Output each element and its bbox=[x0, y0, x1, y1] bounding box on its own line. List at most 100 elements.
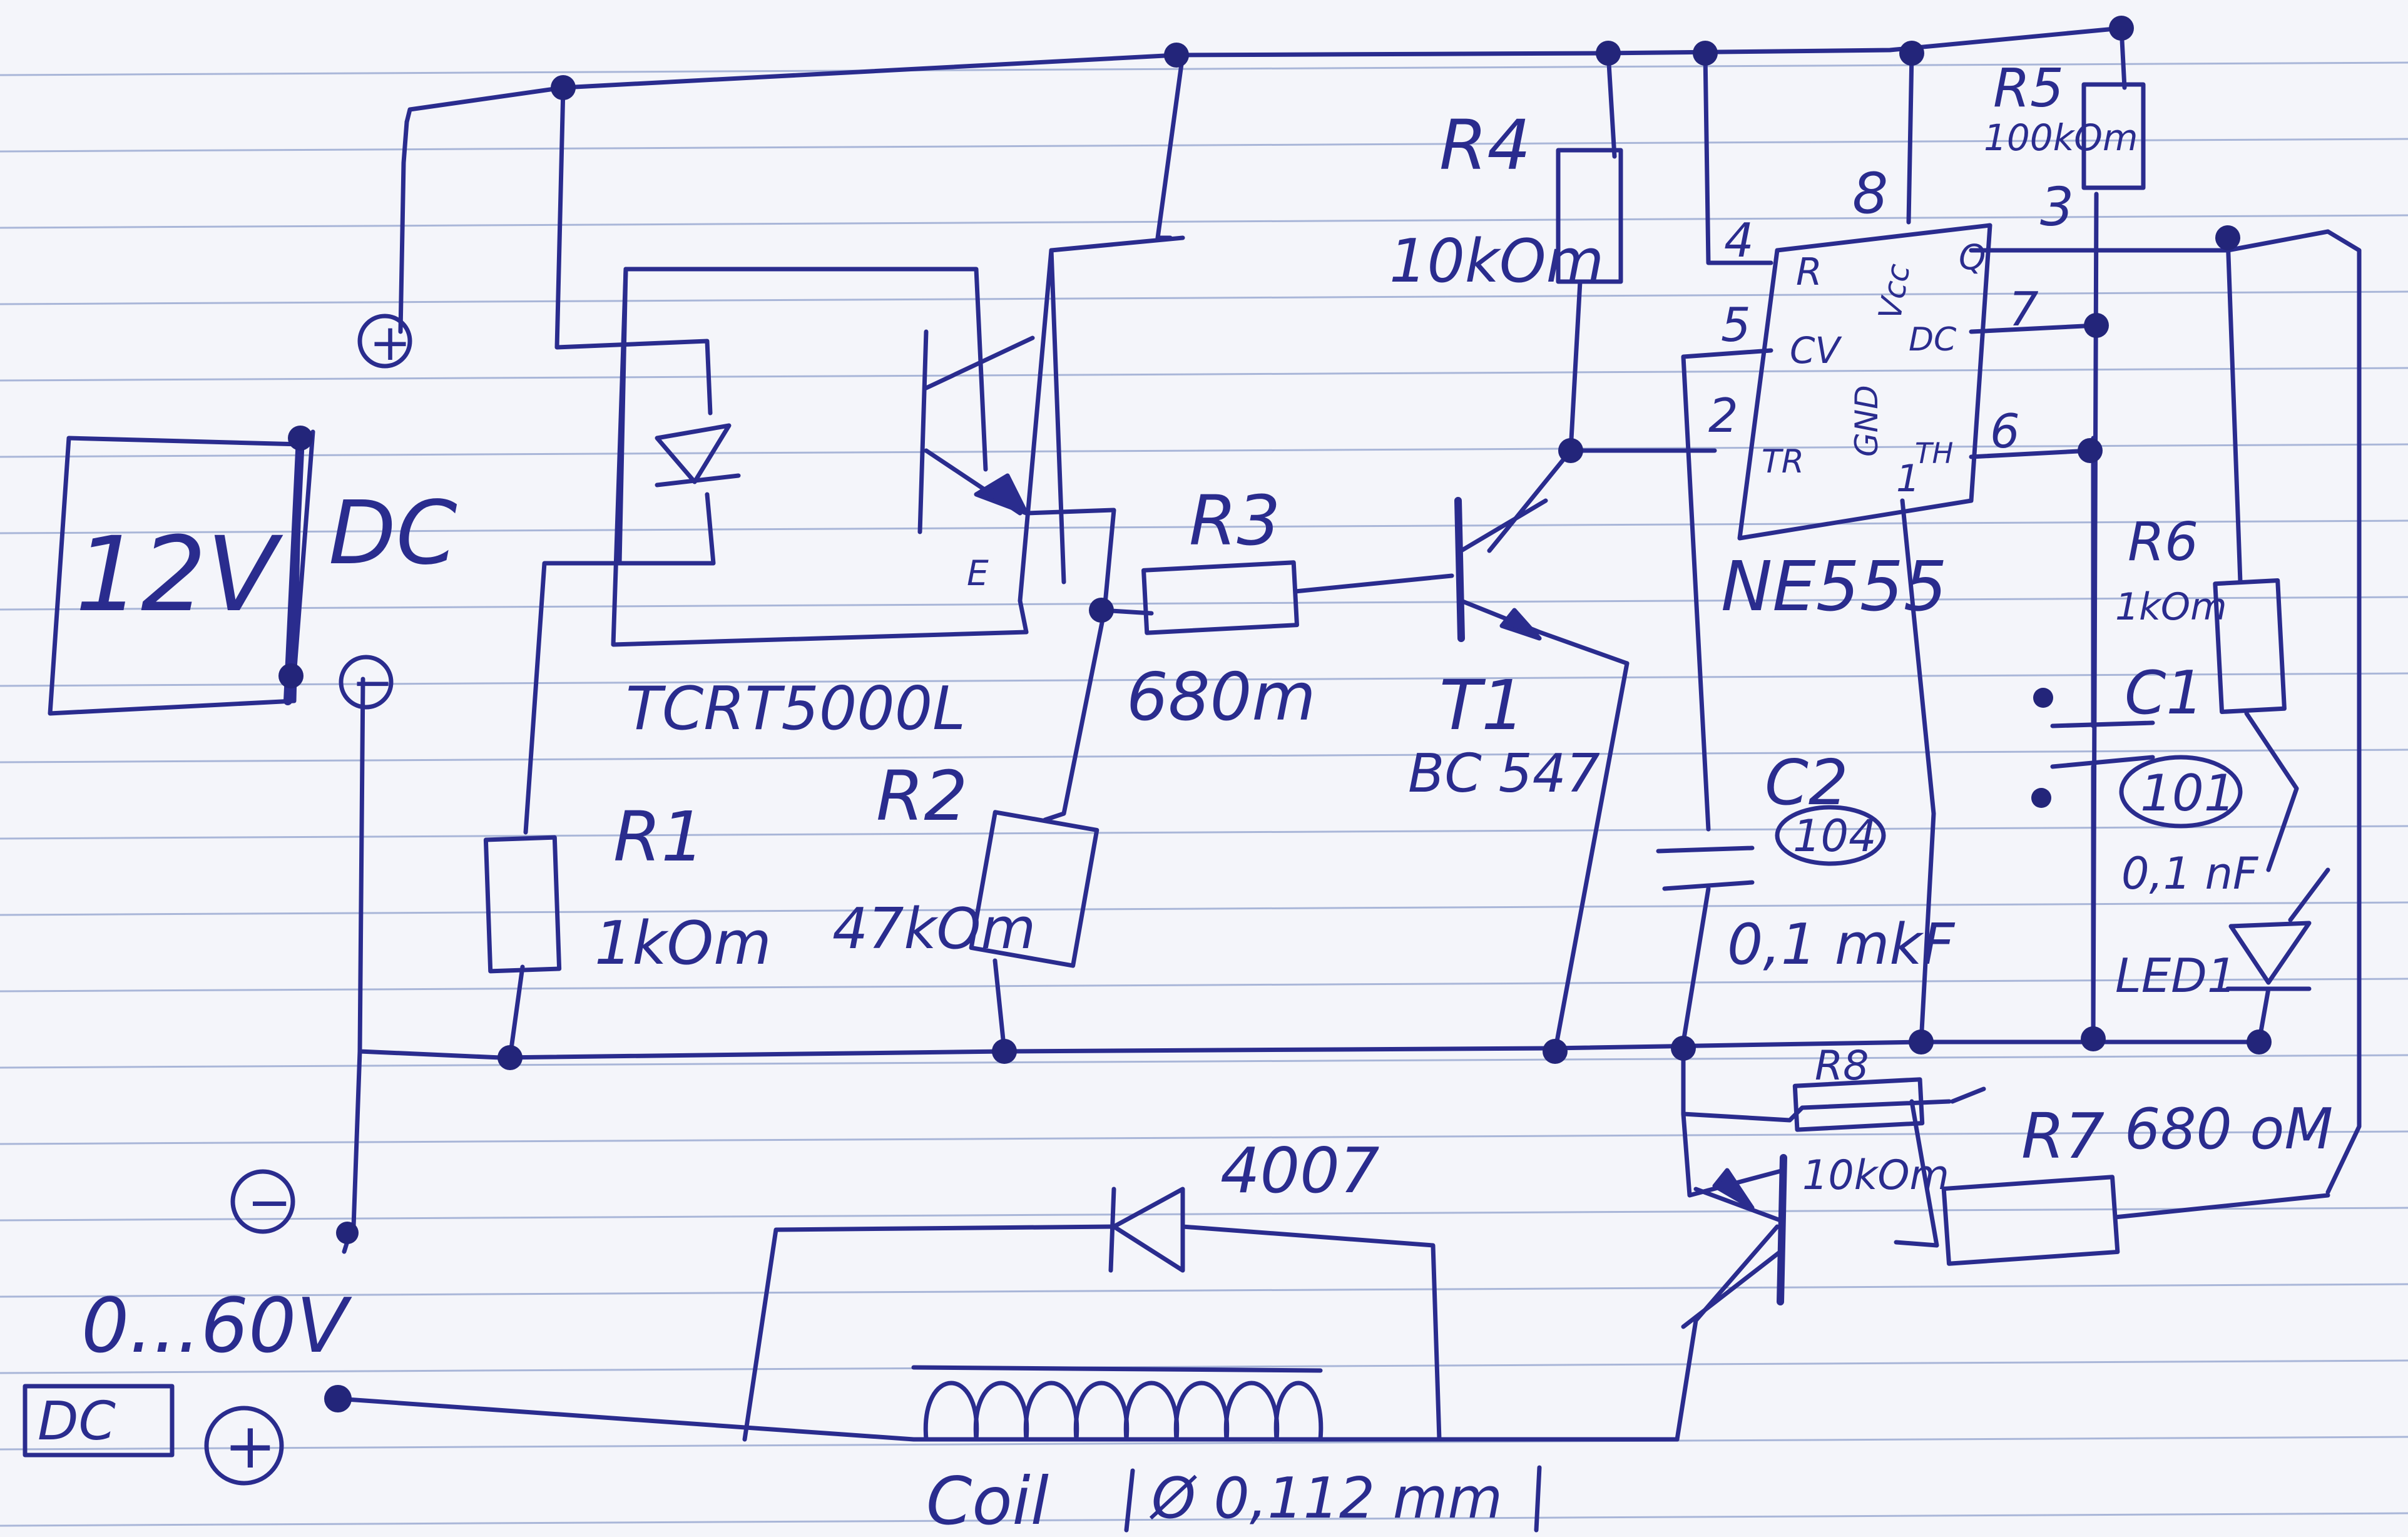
output-plus-terminal: + bbox=[204, 1406, 284, 1486]
output-voltage-range: 0...60V bbox=[81, 1283, 352, 1370]
output-minus-sign: − bbox=[247, 1172, 292, 1233]
r8-name: R8 bbox=[1815, 1043, 1869, 1090]
ruling-line bbox=[0, 978, 2408, 993]
r1-value: 1kOm bbox=[594, 909, 772, 978]
ruling-line bbox=[0, 1207, 2408, 1222]
ruling-line bbox=[0, 1359, 2408, 1374]
ruling-line bbox=[0, 519, 2408, 534]
r3-value: 680m bbox=[1126, 659, 1316, 735]
junction-dot bbox=[2247, 1029, 2272, 1054]
r3-name: R3 bbox=[1189, 481, 1280, 561]
coil-wire-spec: Ø 0,112 mm bbox=[1149, 1466, 1502, 1531]
notebook-ruling bbox=[0, 61, 2408, 1527]
supply-plus-terminal: + bbox=[357, 314, 412, 372]
ruling-line bbox=[0, 596, 2408, 611]
junction-dot bbox=[2109, 16, 2134, 41]
ic-pin-number: 8 bbox=[1852, 161, 1888, 227]
ruling-line bbox=[0, 1436, 2408, 1451]
r2-value: 47kOm bbox=[832, 896, 1036, 962]
ic-name: NE555 bbox=[1721, 546, 1947, 626]
ic-pin-number: 2 bbox=[1708, 388, 1738, 443]
supply-voltage-label: 12V bbox=[75, 514, 283, 635]
resistor-r3: R3 680m bbox=[1126, 481, 1316, 735]
ic-pin-number: 3 bbox=[2040, 176, 2074, 238]
r4-value: 10kOm bbox=[1389, 227, 1604, 296]
diode-part: 4007 bbox=[1220, 1134, 1380, 1207]
ic-ne555: R CV TR Vcc GND Q DC TH 4 5 2 8 1 3 7 6 … bbox=[1708, 161, 2074, 626]
ruling-line bbox=[0, 1054, 2408, 1069]
ic-pin-q-label: Q bbox=[1959, 237, 1986, 277]
resistor-r2: R2 47kOm bbox=[832, 756, 1099, 968]
r6-value: 1kOm bbox=[2115, 585, 2227, 629]
ic-pin-number: 1 bbox=[1896, 457, 1920, 501]
r2-name: R2 bbox=[876, 756, 967, 836]
output-terminals: − + 0...60V DC bbox=[23, 1169, 359, 1486]
ic-pin-number: 4 bbox=[1724, 213, 1754, 268]
junction-dot bbox=[992, 1039, 1017, 1064]
r4-name: R4 bbox=[1439, 105, 1531, 185]
resistor-r6: R6 1kOm bbox=[2115, 511, 2287, 714]
sensor-tcrt5000l: E TCRT5000L bbox=[617, 267, 1035, 743]
supply-plus-sign: + bbox=[369, 314, 411, 372]
supply-type-label: DC bbox=[329, 483, 457, 585]
ruling-line bbox=[0, 748, 2408, 763]
ic-pin-number: 7 bbox=[2009, 282, 2039, 337]
junction-dot bbox=[288, 426, 313, 451]
wires bbox=[292, 26, 2362, 1442]
ruling-line bbox=[0, 367, 2408, 382]
junction-dot bbox=[278, 663, 304, 688]
junction-dot bbox=[2081, 1026, 2106, 1051]
ruling-line bbox=[0, 1283, 2408, 1298]
supply-12v: 12V DC bbox=[48, 434, 457, 716]
supply-minus-terminal: − bbox=[339, 653, 394, 712]
output-type-box: DC bbox=[38, 1391, 116, 1453]
r5-value: 100kOm bbox=[1984, 116, 2138, 159]
ruling-line bbox=[0, 901, 2408, 916]
ruling-line bbox=[0, 1512, 2408, 1527]
output-minus-terminal: − bbox=[230, 1169, 295, 1234]
r7-value: 680 oM bbox=[2125, 1096, 2333, 1162]
junction-dot bbox=[1089, 598, 1114, 623]
junction-dot bbox=[497, 1045, 523, 1070]
junction-dot bbox=[1596, 41, 1621, 66]
ic-pin-number: 6 bbox=[1990, 404, 2020, 459]
junction-dot bbox=[1671, 1036, 1696, 1061]
c2-value: 0,1 mkF bbox=[1727, 912, 1956, 978]
resistor-r5: R5 100kOm bbox=[1984, 58, 2146, 190]
coil: Coil Ø 0,112 mm bbox=[911, 1365, 1542, 1537]
junction-dot bbox=[1543, 1039, 1568, 1064]
coil-label: Coil bbox=[926, 1463, 1049, 1537]
c2-code: 104 bbox=[1793, 810, 1877, 862]
ic-pin-dc-label: DC bbox=[1909, 321, 1957, 359]
resistor-r1: R1 1kOm bbox=[483, 797, 772, 978]
junction-dot bbox=[1693, 41, 1718, 66]
ruling-line bbox=[0, 1130, 2408, 1145]
junction-dot bbox=[551, 75, 576, 100]
ruling-line bbox=[0, 825, 2408, 840]
junction-dot bbox=[1899, 41, 1924, 66]
resistor-r8: R8 10kOm bbox=[1792, 1043, 1949, 1199]
junction-dot bbox=[2084, 313, 2109, 338]
t1-part: BC 547 bbox=[1408, 743, 1600, 805]
ic-pin-gnd-label: GND bbox=[1849, 385, 1885, 457]
junction-dot bbox=[2078, 438, 2103, 463]
ruling-line bbox=[0, 672, 2408, 687]
ruling-line bbox=[0, 138, 2408, 153]
sensor-label: TCRT5000L bbox=[626, 675, 966, 743]
r1-name: R1 bbox=[613, 797, 705, 877]
resistor-r4: R4 10kOm bbox=[1389, 105, 1623, 296]
ruling-line bbox=[0, 61, 2408, 76]
ic-pin-number: 5 bbox=[1721, 297, 1751, 352]
r5-name: R5 bbox=[1993, 58, 2064, 120]
ic-pin-vcc-label: Vcc bbox=[1872, 261, 1917, 322]
ic-pin-cv-label: CV bbox=[1790, 329, 1842, 372]
supply-minus-sign: − bbox=[352, 653, 394, 712]
r8-value: 10kOm bbox=[1802, 1152, 1949, 1199]
led-name: LED1 bbox=[2115, 948, 2237, 1003]
r7-name: R7 bbox=[2021, 1100, 2104, 1173]
led-1: LED1 bbox=[2115, 867, 2330, 1003]
sensor-emitter-label: E bbox=[967, 553, 989, 593]
junction-dot bbox=[1558, 438, 1583, 463]
transistor-output bbox=[1681, 1154, 1787, 1329]
